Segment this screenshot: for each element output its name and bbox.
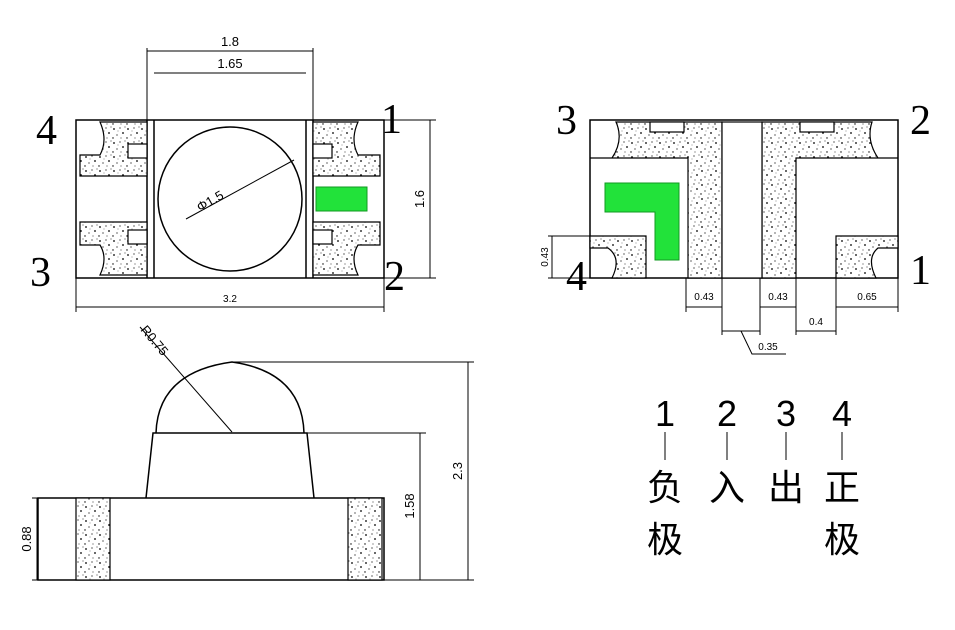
bottom-view: 0.43 0.43 0.43 0.65 0.4 0.35 3 2 4 1 [540, 98, 931, 355]
dim-height: 1.6 [412, 190, 427, 208]
svg-text:4: 4 [832, 393, 852, 434]
pin-label-1: 1 [381, 97, 402, 143]
bottom-pin-label-2: 2 [910, 98, 931, 144]
side-pad-left [75, 497, 111, 581]
top-view-body [75, 119, 385, 279]
dim-width-outer: 1.8 [221, 34, 239, 49]
bottom-pin-label-1: 1 [910, 248, 931, 294]
pin-legend: 1 负 极 2 入 3 出 4 正 极 [647, 393, 860, 561]
svg-text:入: 入 [709, 468, 745, 509]
pad-top-right [312, 121, 381, 177]
svg-text:极: 极 [647, 520, 683, 561]
side-view: R0.75 2.3 1.58 0.88 [19, 322, 474, 581]
dim-pad-height: 0.43 [540, 247, 551, 267]
led-chip [315, 186, 368, 212]
svg-text:出: 出 [768, 468, 804, 509]
dim-width-inner: 1.65 [217, 56, 242, 71]
side-view-body [145, 432, 315, 499]
svg-text:1: 1 [655, 393, 675, 434]
side-view-base [37, 497, 385, 581]
dim-dome-radius: R0.75 [138, 322, 172, 358]
dim-base-height: 0.88 [19, 526, 34, 551]
legend-item-2: 2 入 [709, 393, 745, 509]
bottom-pad-bottom-right [835, 235, 899, 279]
dim-d2: 0.43 [768, 292, 788, 303]
svg-text:极: 极 [824, 520, 860, 561]
dim-gap: 0.35 [758, 342, 778, 353]
dim-total-height: 2.3 [450, 462, 465, 480]
dim-d4: 0.4 [809, 317, 823, 328]
svg-text:2: 2 [717, 393, 737, 434]
bottom-pad-bottom-left [589, 235, 647, 279]
dim-body-height: 1.58 [402, 493, 417, 518]
pin-label-4: 4 [36, 108, 57, 154]
svg-text:3: 3 [776, 393, 796, 434]
dim-d3: 0.65 [857, 292, 877, 303]
legend-item-3: 3 出 [768, 393, 804, 509]
svg-text:负: 负 [647, 468, 683, 509]
side-pad-right [347, 497, 383, 581]
side-view-dome [155, 361, 305, 434]
bottom-pad-top-right [761, 121, 898, 279]
svg-text:正: 正 [824, 468, 860, 509]
bottom-pin-label-3: 3 [556, 98, 577, 144]
dim-length: 3.2 [223, 294, 237, 305]
legend-item-4: 4 正 极 [824, 393, 860, 561]
dim-d1: 0.43 [694, 292, 714, 303]
bottom-pad-top-left [590, 121, 723, 279]
lens-circle [157, 126, 303, 272]
top-view: Φ1.5 1.8 1.65 1.6 3.2 4 1 3 2 [30, 34, 436, 312]
pin-label-2: 2 [384, 254, 405, 300]
dim-lens-diameter: Φ1.5 [194, 187, 226, 214]
legend-item-1: 1 负 极 [647, 393, 683, 561]
pin-label-3: 3 [30, 250, 51, 296]
bottom-led-chip [604, 182, 680, 261]
bottom-pin-label-4: 4 [566, 254, 587, 300]
